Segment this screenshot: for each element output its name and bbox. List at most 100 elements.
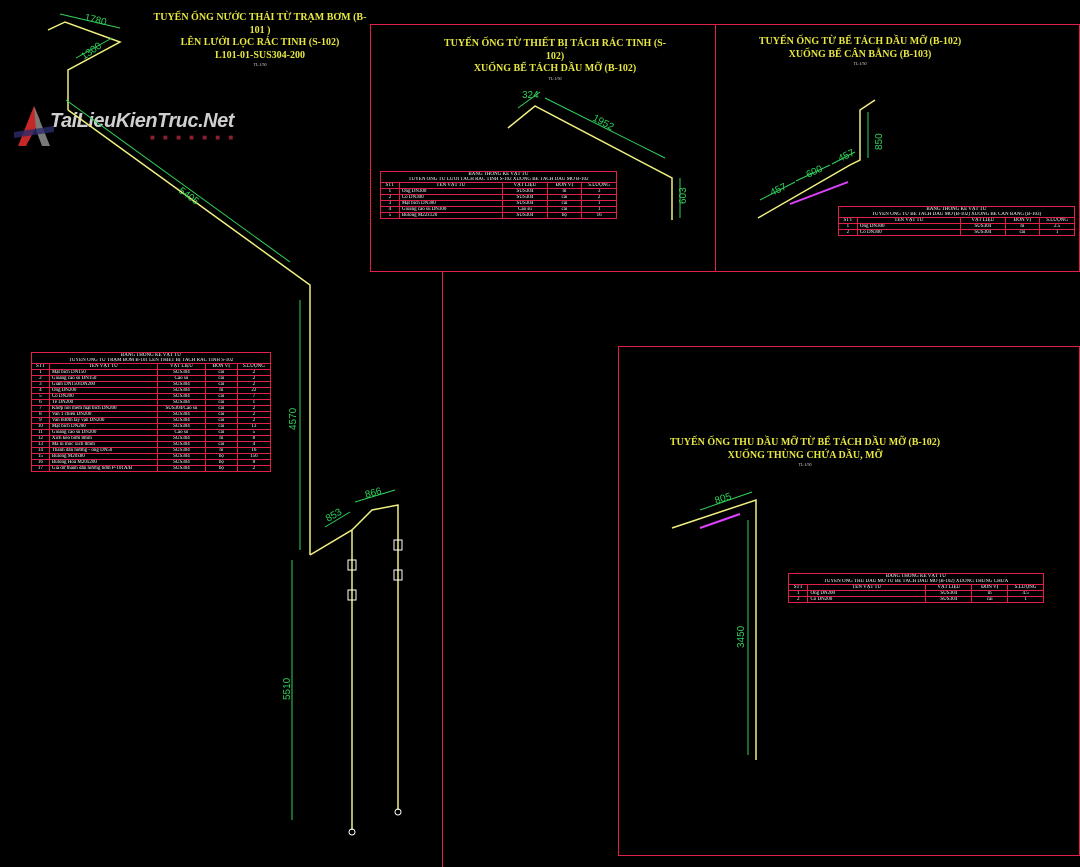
table4-caption-2: TUYẾN ỐNG THU DẦU MỠ TỪ BỂ TÁCH DẦU MỠ (… — [788, 579, 1044, 585]
dim-805: 805 — [714, 491, 734, 507]
table3-cell-qty: 1 — [1039, 229, 1075, 236]
dim-853: 853 — [324, 507, 344, 525]
drawing3-title: TUYẾN ỐNG TỪ BỂ TÁCH DẦU MỠ (B-102) XUỐN… — [750, 36, 970, 66]
dim-1300: 1300 — [79, 40, 104, 62]
dim-850: 850 — [874, 133, 885, 150]
drawing3-marker — [789, 181, 849, 205]
dim-line-600 — [795, 164, 831, 182]
table3-cell-name: Co DN300 — [856, 229, 961, 236]
table3-caption-1: BẢNG THỐNG KÊ VẬT TƯ — [926, 207, 987, 212]
table1-cell-unit: bộ — [204, 465, 238, 472]
table1-cell-qty: 2 — [236, 465, 272, 472]
drawing1-scale: TL:1/50 — [253, 62, 267, 67]
drawing2-pipe — [507, 105, 673, 220]
dim-4570: 4570 — [288, 407, 299, 430]
drawing1-material-table: BẢNG THỐNG KÊ VẬT TƯ TUYẾN ỐNG TỪ TRẠM B… — [31, 352, 272, 472]
dim-line-1300 — [75, 37, 113, 59]
drawing3-material-table: BẢNG THỐNG KÊ VẬT TƯ TUYẾN ỐNG TỪ BỂ TÁC… — [838, 206, 1075, 236]
drawing1-title: TUYẾN ỐNG NƯỚC THẢI TỪ TRẠM BƠM (B-101 )… — [150, 12, 370, 67]
drawing2-title-line-2: XUỐNG BỂ TÁCH DẦU MỠ (B-102) — [473, 63, 637, 74]
table1-cell-name: Giá đỡ thanh dẫn hướng bơm P-101A/B — [48, 465, 159, 472]
table1-caption-1: BẢNG THỐNG KÊ VẬT TƯ — [120, 353, 182, 358]
drawing4-pipe — [671, 498, 757, 760]
table4-cell-qty: 1 — [1007, 596, 1044, 603]
table3-cell-material: SUS304 — [959, 229, 1006, 236]
drawing2-title: TUYẾN ỐNG TỪ THIẾT BỊ TÁCH RÁC TINH (S-1… — [440, 38, 670, 81]
valve-icon-a2 — [347, 589, 357, 601]
table4-caption-1: BẢNG THỐNG KÊ VẬT TƯ — [885, 574, 947, 579]
table4-cell-unit: cái — [971, 596, 1009, 603]
table4-cell-name: Co DN200 — [807, 596, 927, 603]
dim-603: 603 — [678, 187, 689, 204]
drawing1-title-line-3: L101-01-SUS304-200 — [214, 49, 305, 61]
sheet-frame-left — [442, 272, 443, 867]
outlet-icon-b — [394, 808, 402, 816]
valve-icon-a1 — [347, 559, 357, 571]
dim-1780: 1780 — [83, 12, 108, 28]
dim-457a: 457 — [769, 182, 789, 199]
drawing1-pipe-branch-a — [309, 528, 353, 830]
drawing3-scale: TL:1/50 — [853, 61, 867, 66]
drawing4-title: TUYẾN ỐNG THU DẦU MỠ TỪ BỂ TÁCH DẦU MỠ (… — [660, 437, 950, 467]
sheet-frame-mid-divider — [370, 271, 1080, 272]
dim-line-324 — [517, 91, 541, 109]
table2-cell-material: SUS304 — [502, 212, 548, 219]
watermark-text: TaiLieuKienTruc.Net — [50, 110, 234, 132]
watermark-dots: ■ ■ ■ ■ ■ ■ ■ — [150, 133, 237, 142]
table2-cell-qty: 16 — [581, 212, 617, 219]
table3-cell-unit: cái — [1004, 229, 1041, 236]
outlet-icon-a — [348, 828, 356, 836]
drawing1-pipe-main — [67, 109, 311, 555]
drawing2-material-table: BẢNG THỐNG KÊ VẬT TƯ TUYẾN ỐNG TỪ LƯỚI T… — [380, 171, 617, 219]
watermark-logo: TaiLieuKienTruc.Net ■ ■ ■ ■ ■ ■ ■ — [50, 110, 236, 142]
dim-line-5405 — [65, 99, 291, 263]
dim-line-1780 — [59, 13, 121, 29]
dim-line-1952 — [544, 97, 666, 159]
dim-5510: 5510 — [282, 677, 293, 700]
table2-cell-unit: bộ — [546, 212, 583, 219]
dim-line-866 — [354, 489, 396, 503]
table4-cell-stt: 2 — [787, 596, 809, 603]
drawing1-pipe-branch-b — [351, 504, 399, 810]
table3-caption-2: TUYẾN ỐNG TỪ BỂ TÁCH DẦU MỠ (B-102) XUỐN… — [838, 212, 1075, 218]
drawing4-marker — [699, 513, 741, 529]
drawing4-title-line-1: TUYẾN ỐNG THU DẦU MỠ TỪ BỂ TÁCH DẦU MỠ (… — [669, 437, 941, 448]
table2-caption-2: TUYẾN ỐNG TỪ LƯỚI TÁCH RÁC TINH S-102 XU… — [380, 177, 617, 183]
dim-457b: 457 — [837, 148, 857, 165]
valve-icon-b1 — [393, 539, 403, 551]
drawing1-title-line-1: TUYẾN ỐNG NƯỚC THẢI TỪ TRẠM BƠM (B-101 ) — [153, 12, 367, 36]
drawing3-pipe — [757, 99, 876, 219]
dim-line-457b — [831, 151, 856, 165]
dim-600: 600 — [805, 164, 825, 181]
drawing4-material-table: BẢNG THỐNG KÊ VẬT TƯ TUYẾN ỐNG THU DẦU M… — [787, 573, 1044, 603]
dim-line-853 — [324, 511, 351, 528]
dim-line-457a — [759, 181, 796, 201]
dim-866: 866 — [364, 486, 383, 501]
drawing3-title-line-1: TUYẾN ỐNG TỪ BỂ TÁCH DẦU MỠ (B-102) — [758, 36, 962, 47]
drawing1-pipe-top — [47, 21, 122, 110]
table3-cell-stt: 2 — [838, 229, 858, 236]
drawing4-scale: TL:1/50 — [798, 462, 812, 467]
table1-cell-stt: 17 — [31, 465, 50, 472]
drawing2-scale: TL:1/50 — [548, 75, 562, 81]
dim-3450: 3450 — [736, 625, 747, 648]
valve-icon-b2 — [393, 569, 403, 581]
drawing4-title-line-2: XUỐNG THÙNG CHỨA DẦU, MỠ — [727, 449, 883, 461]
dim-1952: 1952 — [591, 113, 616, 133]
table2-cell-name: Bulong M22x120 — [398, 212, 504, 219]
drawing2-title-line-1: TUYẾN ỐNG TỪ THIẾT BỊ TÁCH RÁC TINH (S-1… — [443, 38, 667, 62]
drawing1-title-line-2: LÊN LƯỚI LỌC RÁC TINH (S-102) — [180, 37, 340, 48]
table4-cell-material: SUS304 — [925, 596, 973, 603]
